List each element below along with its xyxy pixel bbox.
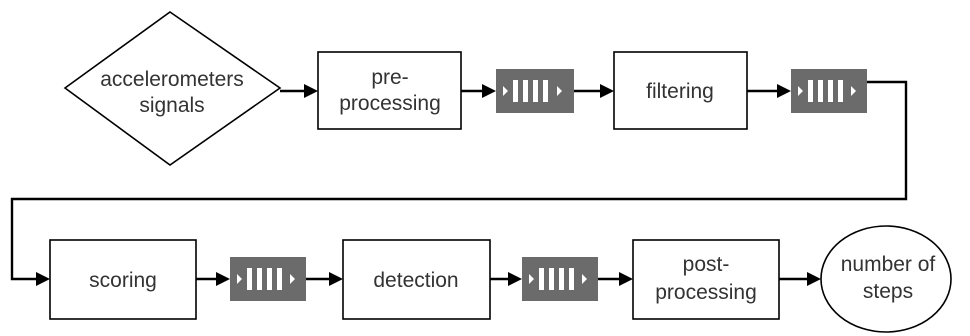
node-pre-processing-line-2: processing	[339, 92, 441, 115]
node-post-processing: post- processing	[632, 239, 780, 320]
node-pre-processing: pre- processing	[317, 51, 462, 130]
node-number-of-steps: number of steps	[820, 225, 952, 333]
queue-icon	[496, 69, 574, 113]
connector-queue-3-to-detection	[306, 272, 343, 286]
node-filtering-label: filtering	[646, 80, 714, 103]
node-number-of-steps-line-1: number of	[841, 253, 936, 276]
node-accelerometers-signals-line-1: accelerometers	[100, 68, 244, 91]
node-post-processing-line-2: processing	[655, 281, 757, 304]
node-post-processing-line-1: post-	[683, 253, 730, 276]
node-scoring-label: scoring	[89, 269, 157, 292]
node-accelerometers-signals: accelerometers signals	[63, 11, 282, 166]
queue-icon	[522, 257, 598, 301]
node-filtering: filtering	[613, 51, 748, 130]
node-detection-label: detection	[373, 269, 458, 292]
node-detection: detection	[342, 239, 491, 320]
queue-icon	[791, 69, 867, 113]
connector-filtering-to-queue-2	[747, 84, 791, 98]
node-accelerometers-signals-line-2: signals	[139, 94, 204, 117]
connector-postprocessing-to-number-of-steps	[779, 272, 821, 286]
connector-queue-2-to-scoring	[10, 80, 908, 286]
node-scoring: scoring	[49, 239, 197, 320]
connector-preprocessing-to-queue-1	[461, 84, 496, 98]
node-number-of-steps-line-2: steps	[863, 280, 913, 303]
connector-accelerometers-to-preprocessing	[280, 84, 318, 98]
queue-icon	[230, 257, 306, 301]
connector-scoring-to-queue-3	[196, 272, 230, 286]
connector-queue-1-to-filtering	[574, 84, 614, 98]
node-pre-processing-line-1: pre-	[371, 66, 408, 89]
connector-queue-4-to-postprocessing	[598, 272, 633, 286]
connector-detection-to-queue-4	[490, 272, 522, 286]
